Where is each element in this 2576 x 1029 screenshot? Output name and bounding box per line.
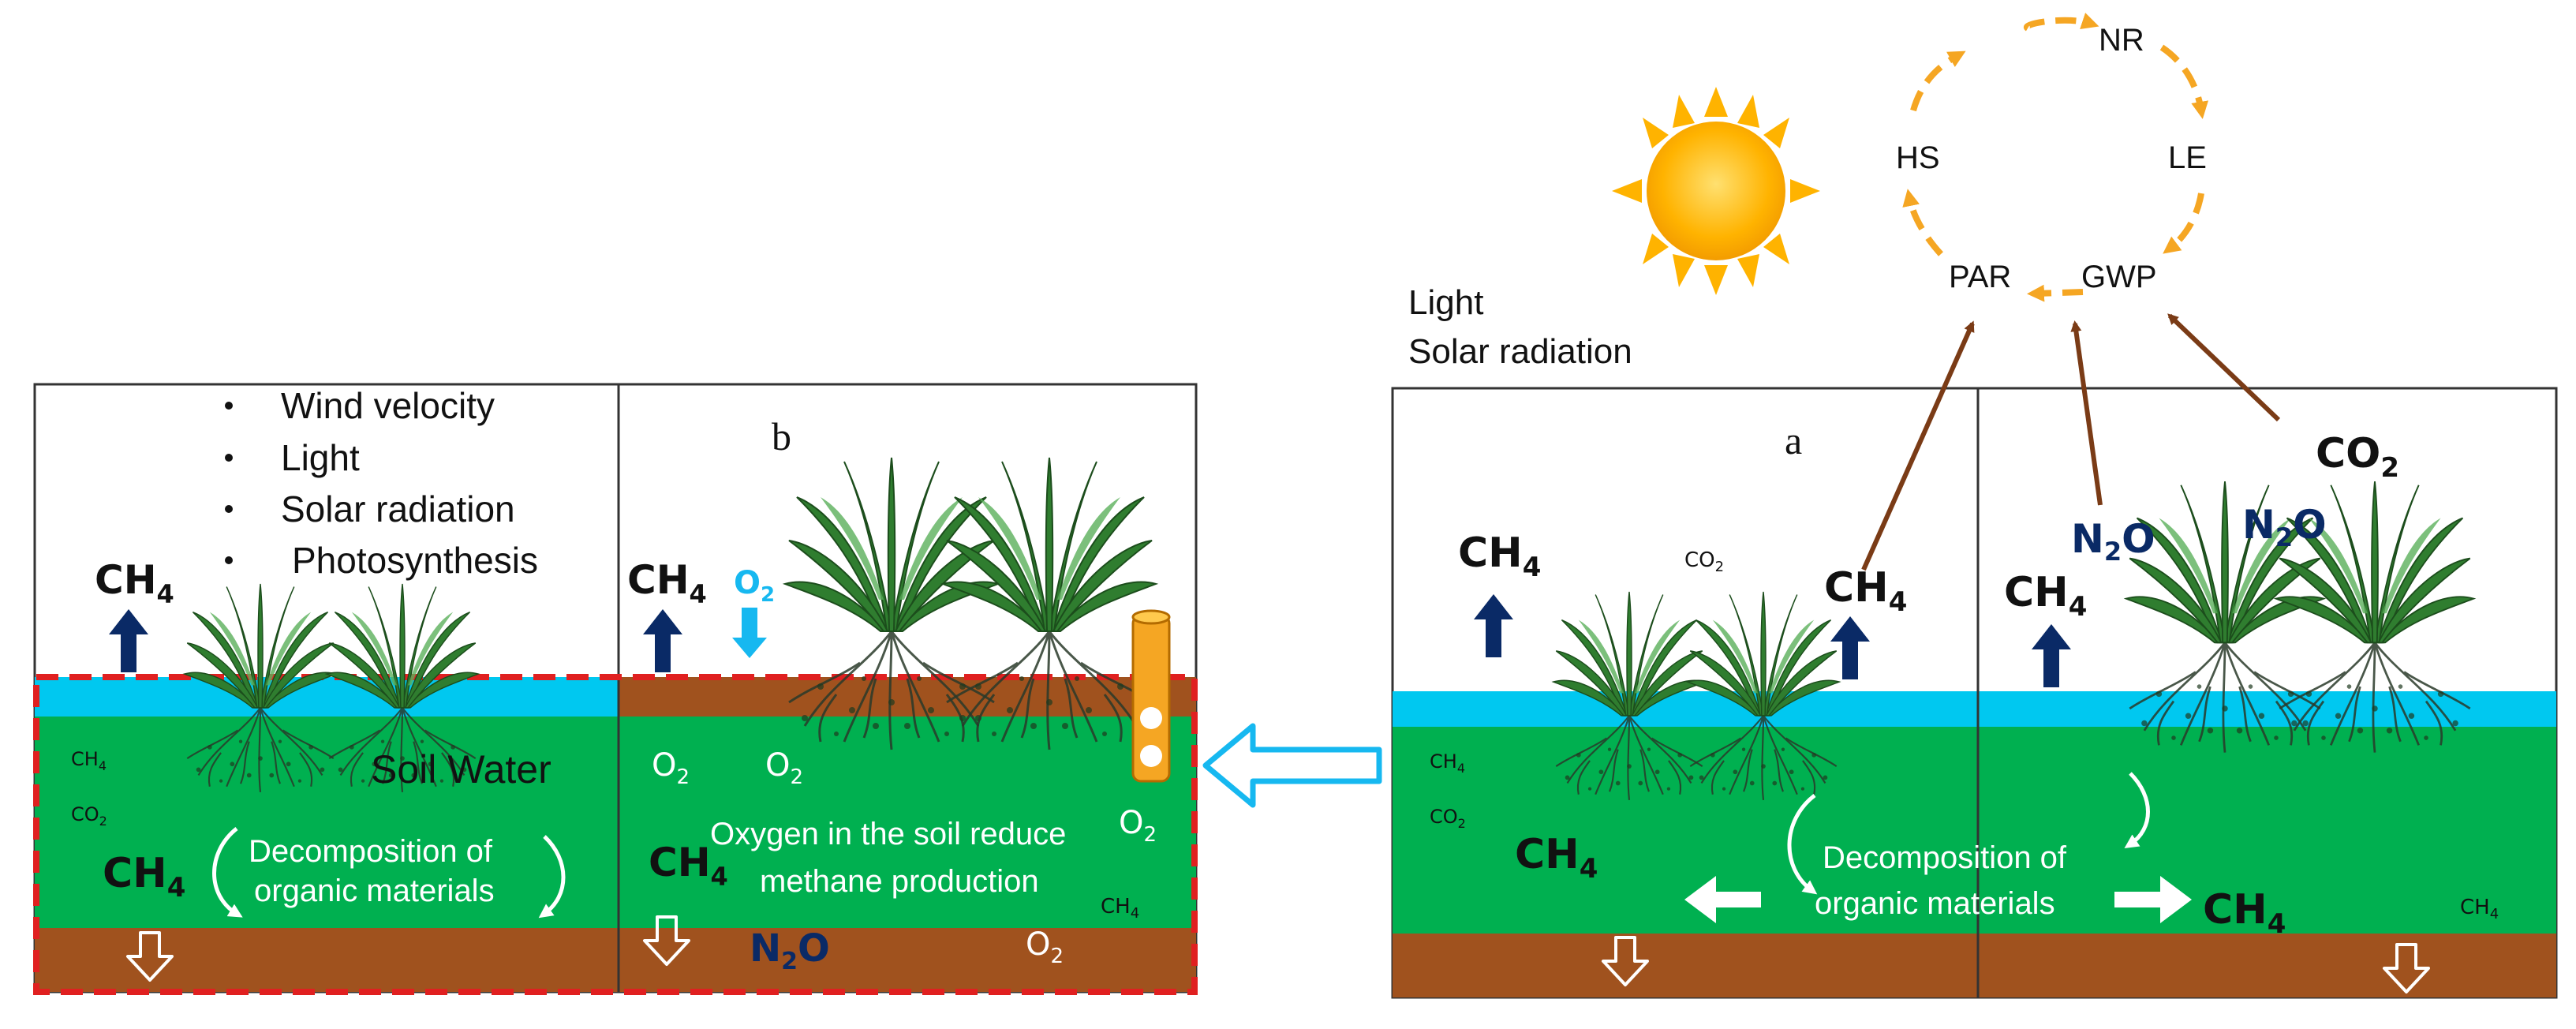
decomp-line2: organic materials [1815,886,2055,921]
light-label: Light [1408,283,1483,322]
decomp-line1: Decomposition of [249,834,493,869]
curved-arrow-icon [2124,772,2150,848]
o2-label: O2 [1026,926,1064,968]
ch4-emission-left-b: CH4 [627,557,707,672]
left-panel [33,383,1198,995]
n2o-label: N2O [2242,502,2327,552]
right-flood-water [1393,691,2556,727]
ch4-soil-label: CH4 [103,850,185,904]
o2-label: O2 [1119,805,1157,847]
ch4-label: CH4 [1824,564,1907,618]
left-soil-water [35,717,1196,928]
co2-label: CO2 [2316,430,2399,484]
curved-arrow-icon [212,827,243,918]
ch4-small-label: CH4 [2460,896,2499,922]
soil-water-label: Soil Water [371,747,551,791]
ch4-small-label: CH4 [1430,750,1465,776]
svg-text:O2: O2 [734,565,775,607]
sun-icon [1612,87,1820,295]
connector-arrows [1861,313,2281,571]
decomp-line2: organic materials [254,874,495,908]
left-subsoil [35,928,1196,992]
oxygen-line1: Oxygen in the soil reduce [710,817,1066,851]
o2-label: O2 [652,747,690,789]
o2-down-arrow-icon [732,608,767,658]
ch4-label: CH4 [1458,529,1541,583]
n2o-label: N2O [750,926,830,975]
oxygen-line2: methane production [760,864,1039,899]
ch4-emission-left: CH4 [95,557,174,672]
ch4-soil-label: CH4 [2203,886,2286,940]
cycle-node-par: PAR [1949,260,2011,294]
panel-a-label: a [1785,418,1802,462]
o2-label: O2 [765,747,803,789]
cycle-node-nr: NR [2099,23,2144,58]
svg-text:CH4: CH4 [95,557,174,609]
svg-text:CH4: CH4 [627,557,707,609]
aerenchyma-tube-icon [1131,609,1171,783]
co2-small-label: CO2 [71,803,107,829]
co2-small-label: CO2 [1684,548,1724,575]
cycle-node-hs: HS [1896,140,1940,175]
co2-small-label: CO2 [1430,806,1466,831]
factor-list: Wind velocity Light Solar radiation Phot… [225,385,538,581]
decomp-line1: Decomposition of [1823,840,2067,875]
left-red-dashed-outline [33,674,1198,995]
right-arrow-icon [2114,876,2192,923]
parameter-cycle: NR LE GWP PAR HS [1896,13,2209,302]
ch4-small-label: CH4 [1101,895,1139,922]
left-surface-soil-b [619,677,1196,717]
left-hollow-arrow-icon [1202,723,1382,808]
panel-b-label: b [772,414,791,458]
curved-arrow-icon [538,835,566,919]
right-soil-water [1393,727,2556,934]
ch4-soil-label: CH4 [1515,831,1598,885]
n2o-label: N2O [2071,516,2155,567]
factor-photosynthesis: Photosynthesis [292,540,538,581]
ch4-label: CH4 [2004,569,2087,623]
solar-radiation-label: Solar radiation [1408,332,1632,371]
left-flood-water [35,677,619,717]
factor-solar: Solar radiation [281,488,515,529]
left-arrow-icon [1684,876,1761,923]
o2-input-left-b: O2 [732,565,775,658]
right-subsoil [1393,934,2556,997]
cycle-node-gwp: GWP [2081,260,2157,294]
cycle-node-le: LE [2168,140,2207,175]
factor-light: Light [281,437,360,478]
ch4-small-label: CH4 [71,748,107,773]
ch4-soil-label: CH4 [649,840,728,892]
factor-wind: Wind velocity [281,385,495,426]
curved-arrow-icon [1787,794,1818,895]
